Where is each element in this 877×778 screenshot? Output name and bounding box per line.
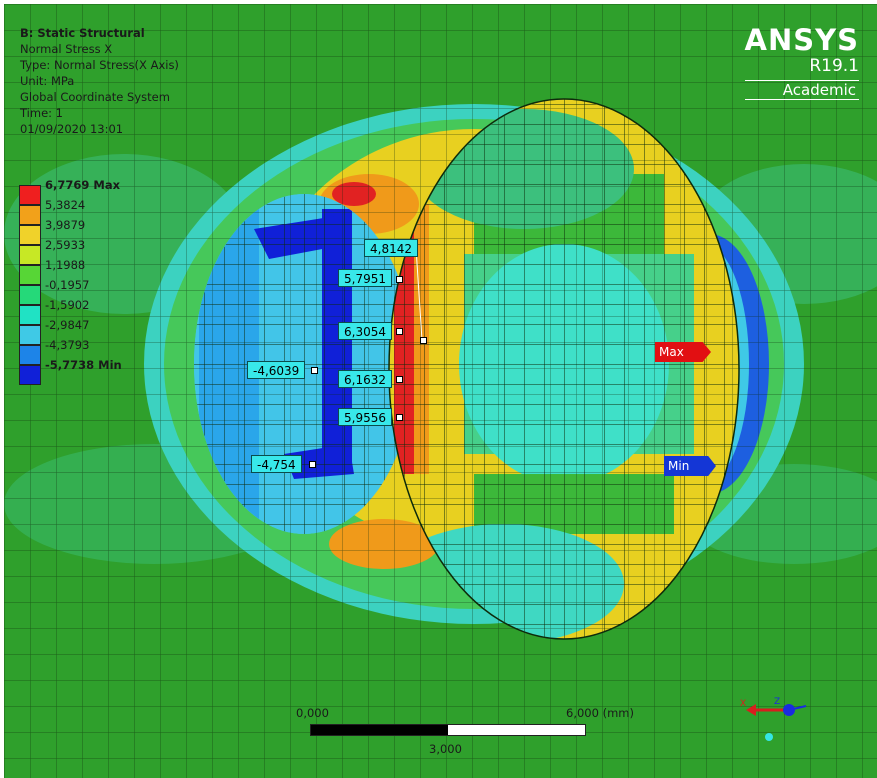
- result-type: Type: Normal Stress(X Axis): [20, 58, 179, 72]
- legend-label: 2,5933: [45, 238, 86, 252]
- probe-label[interactable]: -4,6039: [247, 361, 306, 379]
- stress-contour-model[interactable]: [4, 4, 877, 778]
- scale-mid-label: 3,000: [429, 742, 462, 756]
- scale-right-label: 6,000 (mm): [566, 706, 634, 720]
- legend-swatch[interactable]: [19, 325, 41, 345]
- brand-version: R19.1: [809, 56, 859, 76]
- min-marker[interactable]: Min: [664, 456, 716, 476]
- legend-swatch[interactable]: [19, 185, 41, 205]
- legend-label: 3,9879: [45, 218, 86, 232]
- plate-mesh: [4, 4, 877, 778]
- probe-point: [396, 414, 403, 421]
- analysis-title: B: Static Structural: [20, 26, 145, 40]
- legend-swatch[interactable]: [19, 345, 41, 365]
- probe-label[interactable]: 4,8142: [364, 239, 418, 257]
- probe-label[interactable]: 5,9556: [338, 408, 392, 426]
- legend-label: -4,3793: [45, 338, 90, 352]
- legend-label: 6,7769 Max: [45, 178, 121, 192]
- legend-swatch[interactable]: [19, 285, 41, 305]
- result-time: Time: 1: [20, 106, 63, 120]
- result-unit: Unit: MPa: [20, 74, 75, 88]
- legend-swatch[interactable]: [19, 245, 41, 265]
- legend-label: -5,7738 Min: [45, 358, 122, 372]
- brand-name: ANSYS: [744, 23, 859, 57]
- max-marker[interactable]: Max: [655, 342, 711, 362]
- probe-point: [396, 276, 403, 283]
- scale-bar: [310, 724, 586, 736]
- probe-label[interactable]: 6,1632: [338, 370, 392, 388]
- probe-label[interactable]: -4,754: [251, 455, 302, 473]
- legend-swatch[interactable]: [19, 365, 41, 385]
- graphics-viewport[interactable]: B: Static Structural Normal Stress X Typ…: [4, 4, 877, 778]
- brand-edition: Academic: [744, 80, 859, 100]
- legend-swatch[interactable]: [19, 305, 41, 325]
- legend-label: -1,5902: [45, 298, 90, 312]
- legend-swatch[interactable]: [19, 205, 41, 225]
- triad-z-label: Z: [774, 697, 780, 707]
- result-name: Normal Stress X: [20, 42, 113, 56]
- triad-x-label: X: [740, 699, 746, 709]
- probe-point: [420, 337, 427, 344]
- probe-point: [396, 328, 403, 335]
- legend-swatch[interactable]: [19, 265, 41, 285]
- axis-triad[interactable]: X Z: [734, 692, 814, 762]
- legend-swatch[interactable]: [19, 225, 41, 245]
- legend-label: 1,1988: [45, 258, 86, 272]
- probe-point: [396, 376, 403, 383]
- result-date: 01/09/2020 13:01: [20, 122, 124, 136]
- probe-point: [311, 367, 318, 374]
- scale-left-label: 0,000: [296, 706, 329, 720]
- probe-label[interactable]: 5,7951: [338, 269, 392, 287]
- probe-point: [309, 461, 316, 468]
- legend-label: 5,3824: [45, 198, 86, 212]
- probe-label[interactable]: 6,3054: [338, 322, 392, 340]
- legend-label: -0,1957: [45, 278, 90, 292]
- coordinate-system: Global Coordinate System: [20, 90, 170, 104]
- ansys-logo: ANSYS R19.1 Academic: [744, 23, 859, 100]
- legend-label: -2,9847: [45, 318, 90, 332]
